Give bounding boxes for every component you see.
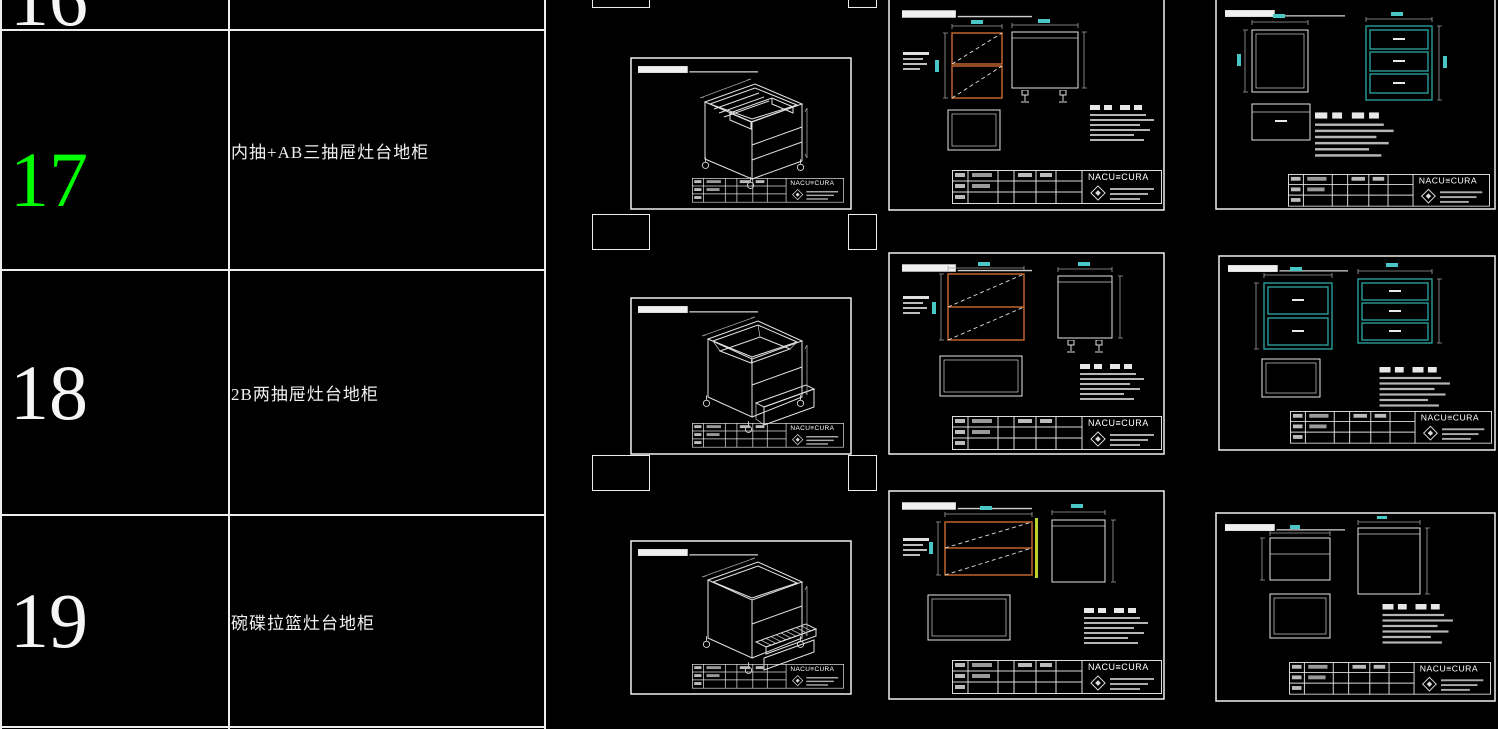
spec-text bbox=[1090, 105, 1154, 141]
title-block bbox=[952, 660, 1162, 694]
empty-frame bbox=[848, 0, 877, 8]
sheet-border bbox=[630, 540, 852, 695]
sheet-detail-front-18[interactable] bbox=[888, 252, 1165, 455]
sheet-title-tab bbox=[902, 10, 1032, 18]
sheet-title-tab bbox=[638, 549, 758, 556]
table-row-line-3 bbox=[0, 514, 546, 516]
notes-text bbox=[903, 538, 929, 556]
row-number-19[interactable]: 19 bbox=[10, 577, 88, 664]
title-block bbox=[692, 178, 844, 203]
sheet-border bbox=[1218, 255, 1496, 451]
empty-frame bbox=[592, 455, 650, 491]
sheet-drawer-detail-17[interactable] bbox=[1215, 0, 1496, 210]
sheet-border bbox=[1215, 0, 1496, 210]
sheet-drawer-detail-19[interactable] bbox=[1215, 512, 1496, 702]
sheet-border bbox=[888, 490, 1165, 700]
title-block bbox=[1290, 411, 1492, 444]
drawer-view-drawing bbox=[1237, 12, 1447, 141]
sheet-detail-front-17[interactable] bbox=[888, 0, 1165, 211]
sheet-title-tab bbox=[1225, 524, 1345, 531]
row-number-16: 16 bbox=[10, 0, 88, 29]
sheet-border bbox=[888, 252, 1165, 455]
sheet-iso-cabinet-18[interactable] bbox=[630, 297, 852, 455]
sheet-border bbox=[630, 297, 852, 455]
sheet-title-tab bbox=[638, 306, 758, 313]
sheet-iso-cabinet-19[interactable] bbox=[630, 540, 852, 695]
title-block bbox=[952, 170, 1162, 204]
empty-frame bbox=[592, 214, 650, 250]
sheet-detail-front-19[interactable] bbox=[888, 490, 1165, 700]
spec-text bbox=[1080, 364, 1144, 400]
row-label-17[interactable]: 内抽+AB三抽屉灶台地柜 bbox=[231, 142, 430, 162]
empty-frame bbox=[592, 0, 650, 8]
sheet-border bbox=[1215, 512, 1496, 702]
title-block bbox=[1288, 174, 1490, 207]
sheet-border bbox=[630, 57, 852, 210]
table-border-left bbox=[0, 0, 2, 729]
row-number-18[interactable]: 18 bbox=[10, 348, 88, 436]
sheet-iso-cabinet-17[interactable] bbox=[630, 57, 852, 210]
notes-text bbox=[903, 296, 929, 314]
table-row-16[interactable]: 16 bbox=[0, 0, 227, 29]
empty-frame bbox=[848, 455, 877, 491]
spec-text bbox=[1382, 604, 1453, 644]
front-view-drawing bbox=[927, 504, 1116, 641]
row-label-18[interactable]: 2B两抽屉灶台地柜 bbox=[231, 385, 379, 404]
sheet-drawer-detail-18[interactable] bbox=[1218, 255, 1496, 451]
empty-frame bbox=[848, 214, 877, 250]
isometric-cabinet-drawing bbox=[699, 78, 808, 189]
table-row-line-1 bbox=[0, 29, 546, 31]
isometric-cabinet-drawing bbox=[701, 557, 818, 674]
title-block bbox=[1289, 662, 1491, 695]
title-block bbox=[692, 664, 844, 689]
notes-text bbox=[903, 52, 929, 70]
drawer-view-drawing bbox=[1254, 263, 1442, 398]
sheet-title-tab bbox=[902, 502, 1032, 510]
drawer-view-drawing bbox=[1260, 516, 1430, 639]
sheet-title-tab bbox=[638, 66, 758, 73]
isometric-cabinet-drawing bbox=[701, 316, 816, 433]
spec-text bbox=[1315, 112, 1394, 157]
table-column-divider bbox=[228, 0, 230, 729]
title-block bbox=[952, 416, 1162, 450]
sheet-border bbox=[888, 0, 1165, 211]
front-view-drawing bbox=[935, 19, 1087, 151]
front-view-drawing bbox=[932, 262, 1123, 397]
spec-text bbox=[1084, 608, 1148, 644]
spec-text bbox=[1379, 367, 1450, 407]
sheet-title-tab bbox=[1228, 265, 1348, 272]
table-row-line-2 bbox=[0, 269, 546, 271]
table-border-right bbox=[544, 0, 546, 729]
row-label-19[interactable]: 碗碟拉篮灶台地柜 bbox=[231, 613, 375, 633]
row-number-17[interactable]: 17 bbox=[10, 136, 88, 223]
table-row-line-4 bbox=[0, 726, 546, 728]
title-block bbox=[692, 423, 844, 448]
